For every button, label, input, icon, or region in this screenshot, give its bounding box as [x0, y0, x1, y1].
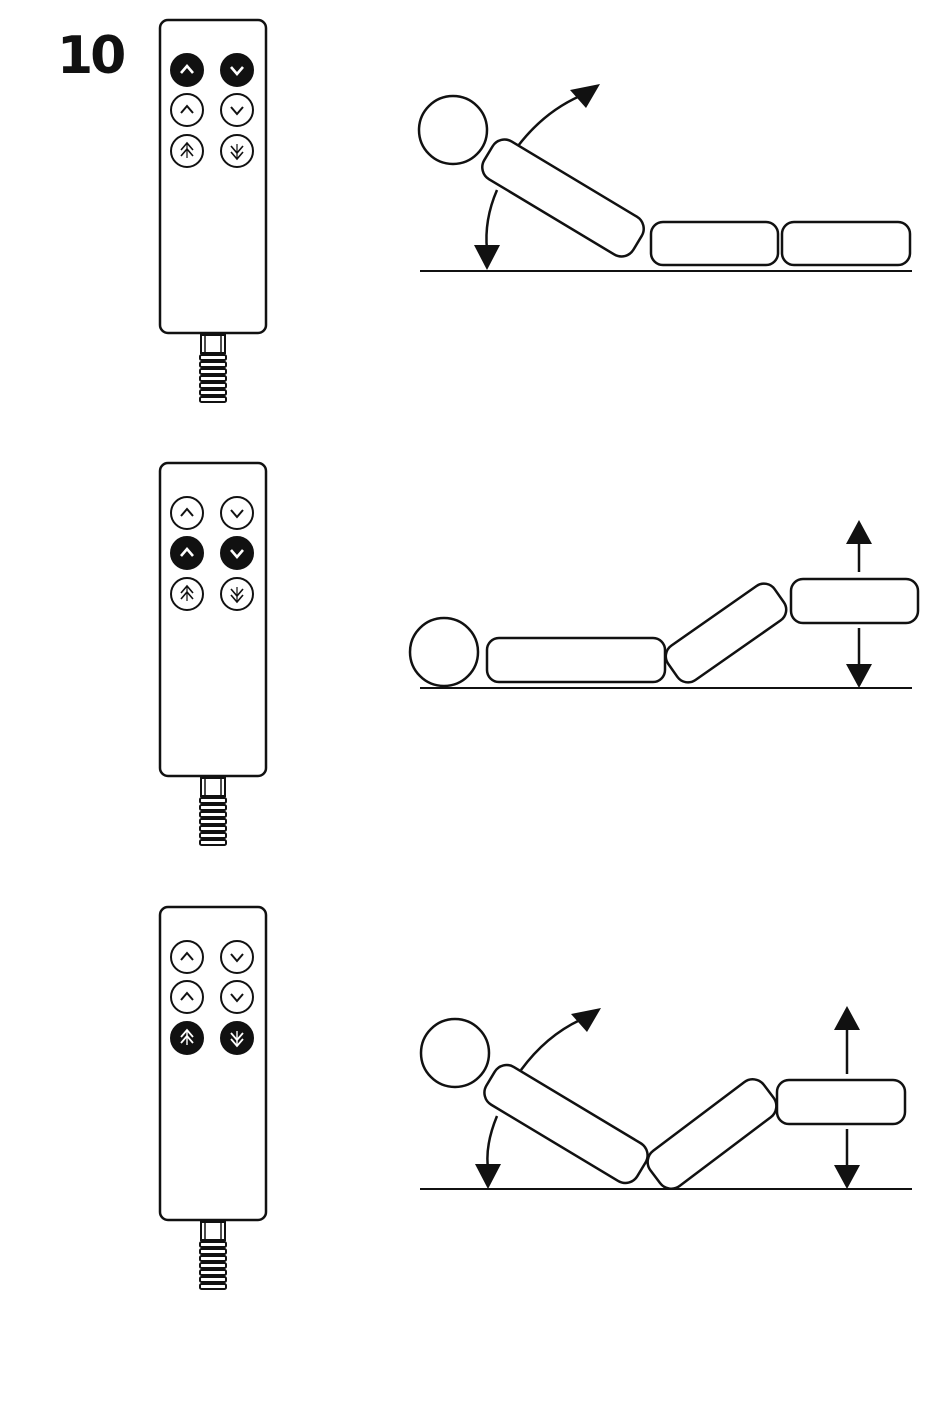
legs-up-button[interactable]: [171, 537, 203, 569]
row-both: [160, 907, 912, 1289]
back-down-button[interactable]: [221, 497, 253, 529]
knee-section: [661, 579, 792, 688]
all-up-button[interactable]: [171, 1022, 203, 1054]
remote-control: [160, 463, 266, 845]
remote-control: [160, 907, 266, 1289]
head-circle: [410, 618, 478, 686]
backrest-section: [487, 638, 665, 682]
remote-control: [160, 20, 266, 402]
backrest-section: [479, 1060, 653, 1188]
back-down-button[interactable]: [221, 941, 253, 973]
back-up-button[interactable]: [171, 941, 203, 973]
all-up-button[interactable]: [171, 135, 203, 167]
back-up-button[interactable]: [171, 54, 203, 86]
back-up-button[interactable]: [171, 497, 203, 529]
leg-section: [791, 579, 918, 623]
back-down-button[interactable]: [221, 54, 253, 86]
bed-diagram: [419, 84, 912, 271]
leg-section: [782, 222, 910, 265]
row-legrest: [160, 463, 918, 845]
legs-down-button[interactable]: [221, 94, 253, 126]
legs-down-button[interactable]: [221, 537, 253, 569]
row-backrest: [160, 20, 912, 402]
legs-down-button[interactable]: [221, 981, 253, 1013]
backrest-section: [477, 134, 649, 261]
seat-section: [651, 222, 778, 265]
head-circle: [419, 96, 487, 164]
all-up-button[interactable]: [171, 578, 203, 610]
legs-up-button[interactable]: [171, 981, 203, 1013]
bed-diagram: [420, 1006, 912, 1194]
leg-section: [777, 1080, 905, 1124]
head-circle: [421, 1019, 489, 1087]
legs-up-button[interactable]: [171, 94, 203, 126]
all-down-button[interactable]: [221, 1022, 253, 1054]
bed-diagram: [410, 520, 918, 688]
knee-section: [642, 1074, 782, 1195]
all-down-button[interactable]: [221, 135, 253, 167]
all-down-button[interactable]: [221, 578, 253, 610]
